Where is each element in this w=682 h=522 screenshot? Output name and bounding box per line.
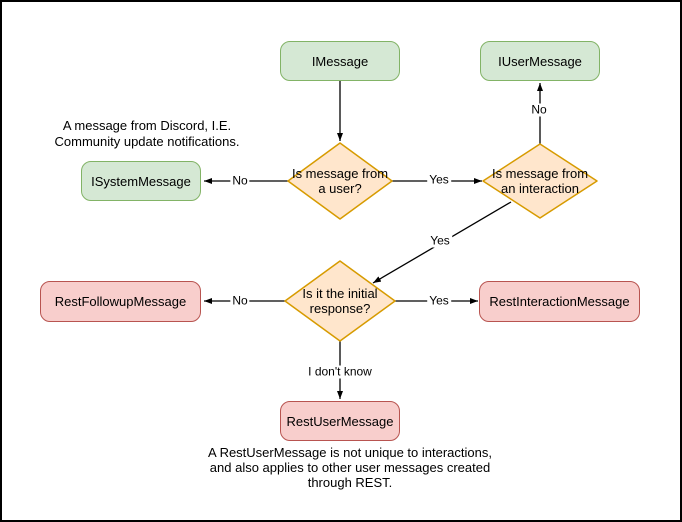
node-restusermessage: RestUserMessage xyxy=(280,401,400,441)
decision-is-initial-response-shape xyxy=(284,260,396,342)
annotation-restusermessage-note: A RestUserMessage is not unique to inter… xyxy=(208,445,492,490)
node-restfollowupmessage: RestFollowupMessage xyxy=(40,281,201,322)
edge-label-no-iusermessage: No xyxy=(529,102,549,117)
node-iusermessage: IUserMessage xyxy=(480,41,600,81)
edge-label-i-dont-know: I don't know xyxy=(306,364,374,379)
node-restinteractionmessage: RestInteractionMessage xyxy=(479,281,640,322)
decision-is-from-user-shape xyxy=(287,142,393,220)
edge-label-yes-restinteractionmessage: Yes xyxy=(427,293,451,308)
edge-label-no-isystemmessage: No xyxy=(230,173,250,188)
decision-is-from-interaction-shape xyxy=(482,143,598,219)
edge-label-no-restfollowupmessage: No xyxy=(230,293,250,308)
edge-label-yes-is-from-interaction: Yes xyxy=(427,172,451,187)
node-imessage: IMessage xyxy=(280,41,400,81)
annotation-system-message-note: A message from Discord, I.E. Community u… xyxy=(54,118,240,149)
edge-label-yes-is-initial: Yes xyxy=(428,233,452,248)
node-isystemmessage: ISystemMessage xyxy=(81,161,201,201)
